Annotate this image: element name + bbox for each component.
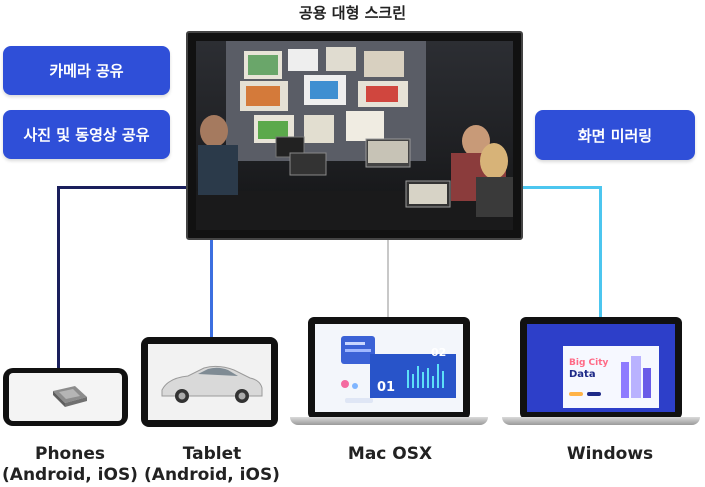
connector-windows-v	[599, 186, 602, 320]
analytics-illustration	[341, 336, 456, 403]
tablet-label-line2: (Android, iOS)	[144, 465, 280, 485]
photo-video-share-label: 사진 및 동영상 공유	[23, 126, 150, 144]
windows-screen: Big City Data	[527, 324, 675, 412]
mac-screen-number-2: 02	[431, 346, 447, 359]
screen-mirroring-pill: 화면 미러링	[535, 110, 695, 160]
mac-screen: 01 02	[315, 324, 463, 412]
photo-video-share-pill: 사진 및 동영상 공유	[3, 110, 170, 159]
windows-label: Windows	[540, 444, 680, 465]
camera-share-label: 카메라 공유	[49, 62, 124, 80]
windows-headline-1: Big City	[569, 358, 609, 368]
camera-share-pill: 카메라 공유	[3, 46, 170, 95]
tablet-screen	[148, 344, 271, 420]
windows-base	[502, 417, 700, 425]
chip-icon	[53, 386, 87, 407]
car-icon	[161, 365, 263, 403]
windows-page: Big City Data	[563, 346, 659, 408]
windows-laptop: Big City Data	[502, 317, 700, 425]
phone-device	[3, 368, 128, 426]
windows-label-line1: Windows	[566, 444, 654, 464]
windows-headline-2: Data	[569, 369, 596, 380]
tablet-label: Tablet (Android, iOS)	[142, 444, 282, 486]
tablet-device	[141, 337, 278, 427]
phones-label: Phones (Android, iOS)	[0, 444, 140, 486]
large-screen	[186, 31, 523, 240]
connector-phone	[57, 186, 188, 189]
connector-tablet	[210, 238, 213, 338]
phones-label-line2: (Android, iOS)	[2, 465, 138, 485]
tablet-label-line1: Tablet	[182, 444, 242, 464]
phones-label-line1: Phones	[35, 444, 105, 464]
connector-mac	[387, 238, 389, 320]
connector-windows-h	[520, 186, 602, 189]
mac-label: Mac OSX	[320, 444, 460, 465]
meeting-scene-illustration	[196, 41, 513, 230]
mac-label-line1: Mac OSX	[347, 444, 433, 464]
screen-mirroring-label: 화면 미러링	[577, 126, 653, 145]
meeting-photo	[196, 41, 513, 230]
phone-screen	[9, 373, 122, 421]
page-title: 공용 대형 스크린	[298, 4, 407, 22]
mac-screen-bezel: 01 02	[308, 317, 470, 419]
windows-screen-bezel: Big City Data	[520, 317, 682, 419]
mac-screen-number-1: 01	[377, 380, 396, 395]
mac-laptop: 01 02	[290, 317, 488, 425]
mac-base	[290, 417, 488, 425]
city-buildings-illustration	[569, 356, 651, 398]
connector-phone-vertical	[57, 186, 60, 368]
